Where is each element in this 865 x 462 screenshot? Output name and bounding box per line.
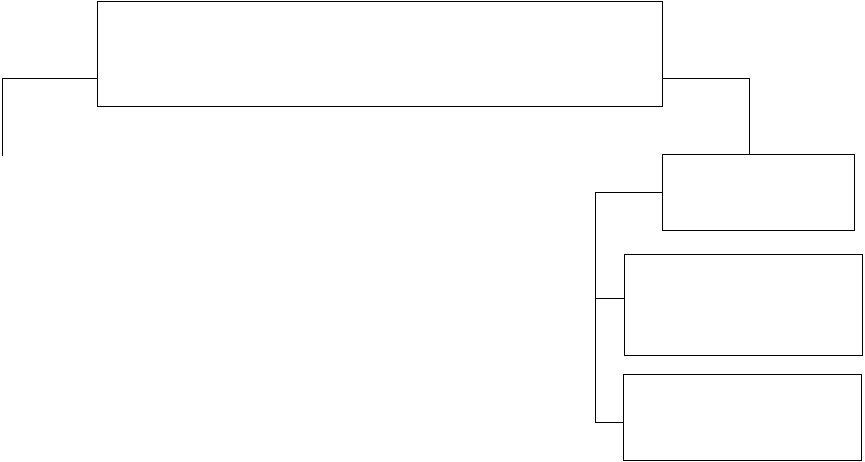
top-node-box bbox=[97, 1, 663, 107]
top-node bbox=[97, 1, 663, 107]
child-bracket-connector bbox=[595, 192, 663, 423]
child-node-1-box bbox=[624, 254, 863, 356]
child-node-1 bbox=[624, 254, 863, 356]
top-right-connector bbox=[663, 78, 750, 155]
right-node bbox=[662, 154, 855, 231]
child-node-2 bbox=[623, 374, 862, 461]
left-branch-connector bbox=[2, 78, 97, 156]
child-node-2-box bbox=[623, 374, 862, 461]
right-node-box bbox=[662, 154, 855, 231]
